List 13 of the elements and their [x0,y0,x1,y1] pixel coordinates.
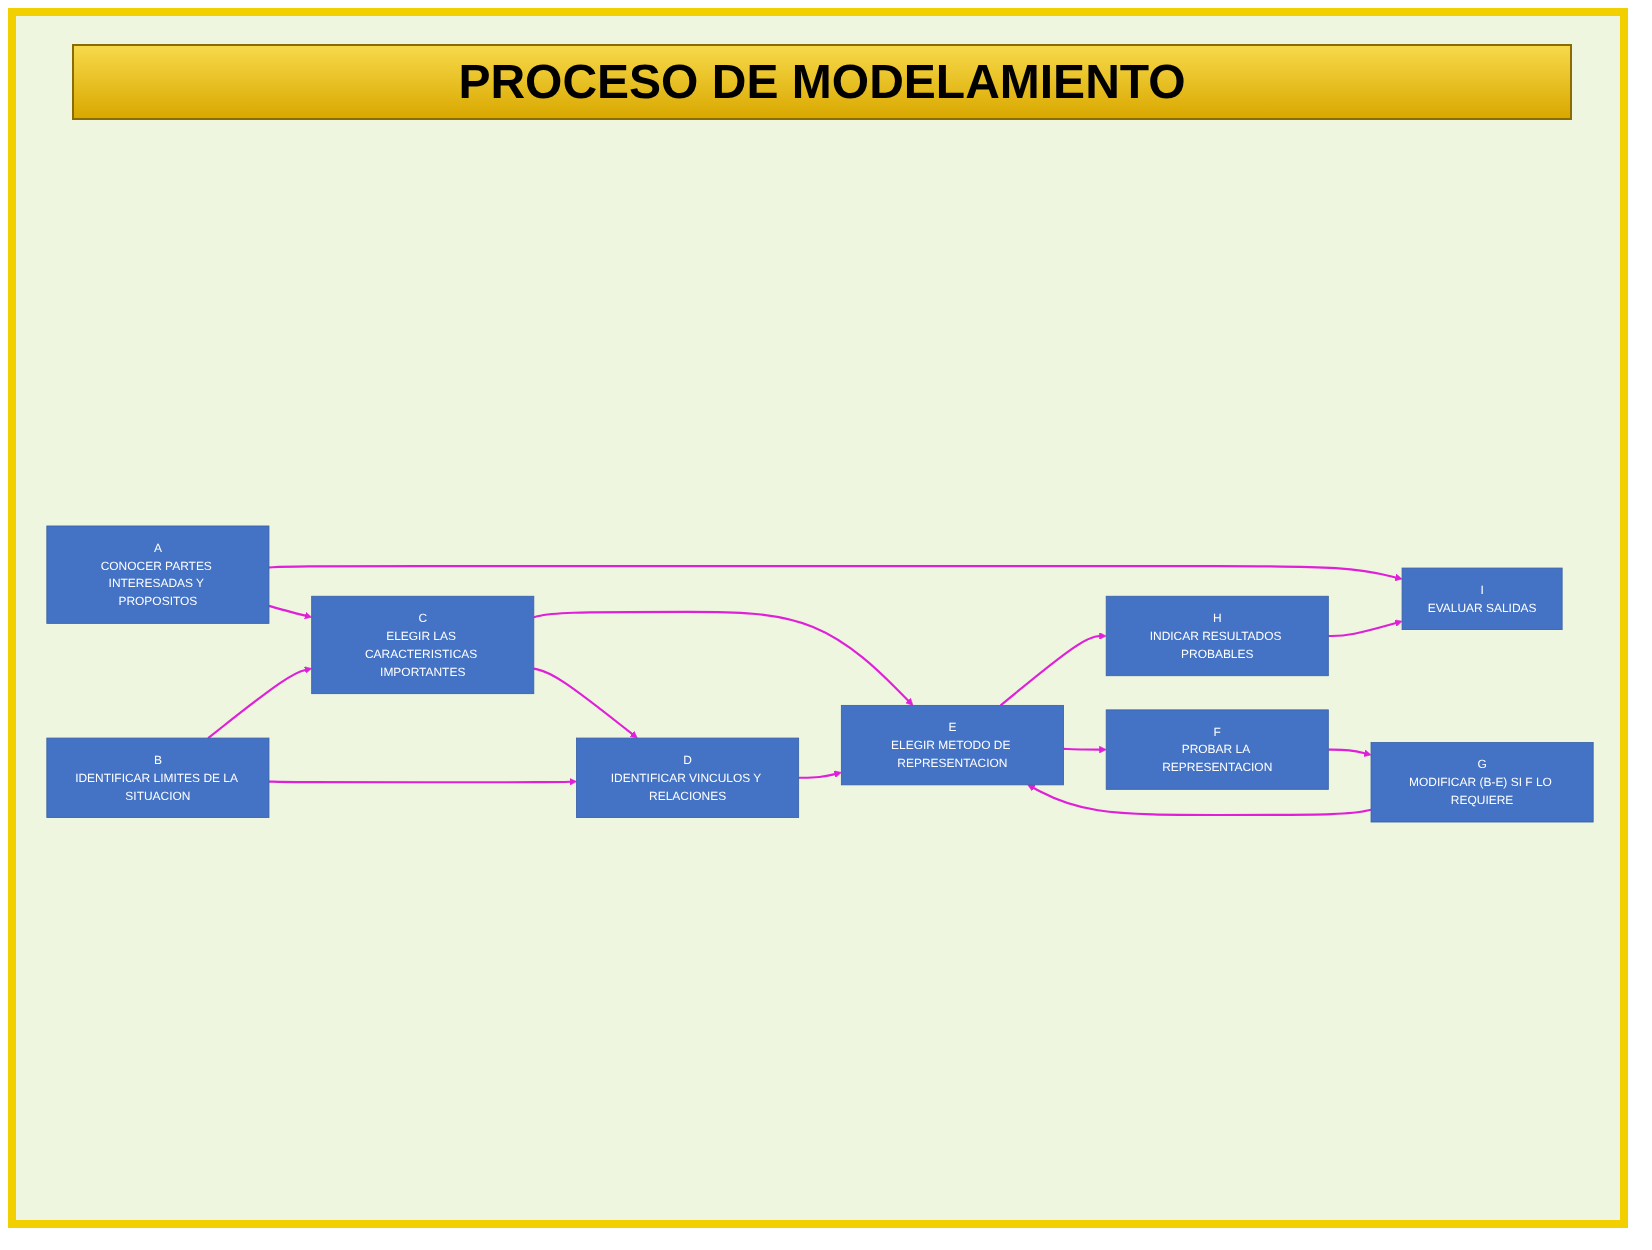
arrow [1063,745,1107,754]
arrow [1328,748,1372,757]
arrow [533,610,914,706]
arrow [268,778,577,786]
arrow [268,565,1403,582]
title: PROCESO DE MODELAMIENTO [72,44,1572,120]
arrow [207,666,312,739]
arrow [268,604,312,620]
arrow [1027,784,1372,817]
arrow [798,770,842,779]
arrow [999,632,1107,707]
arrow [1328,619,1403,638]
arrow [533,667,638,739]
